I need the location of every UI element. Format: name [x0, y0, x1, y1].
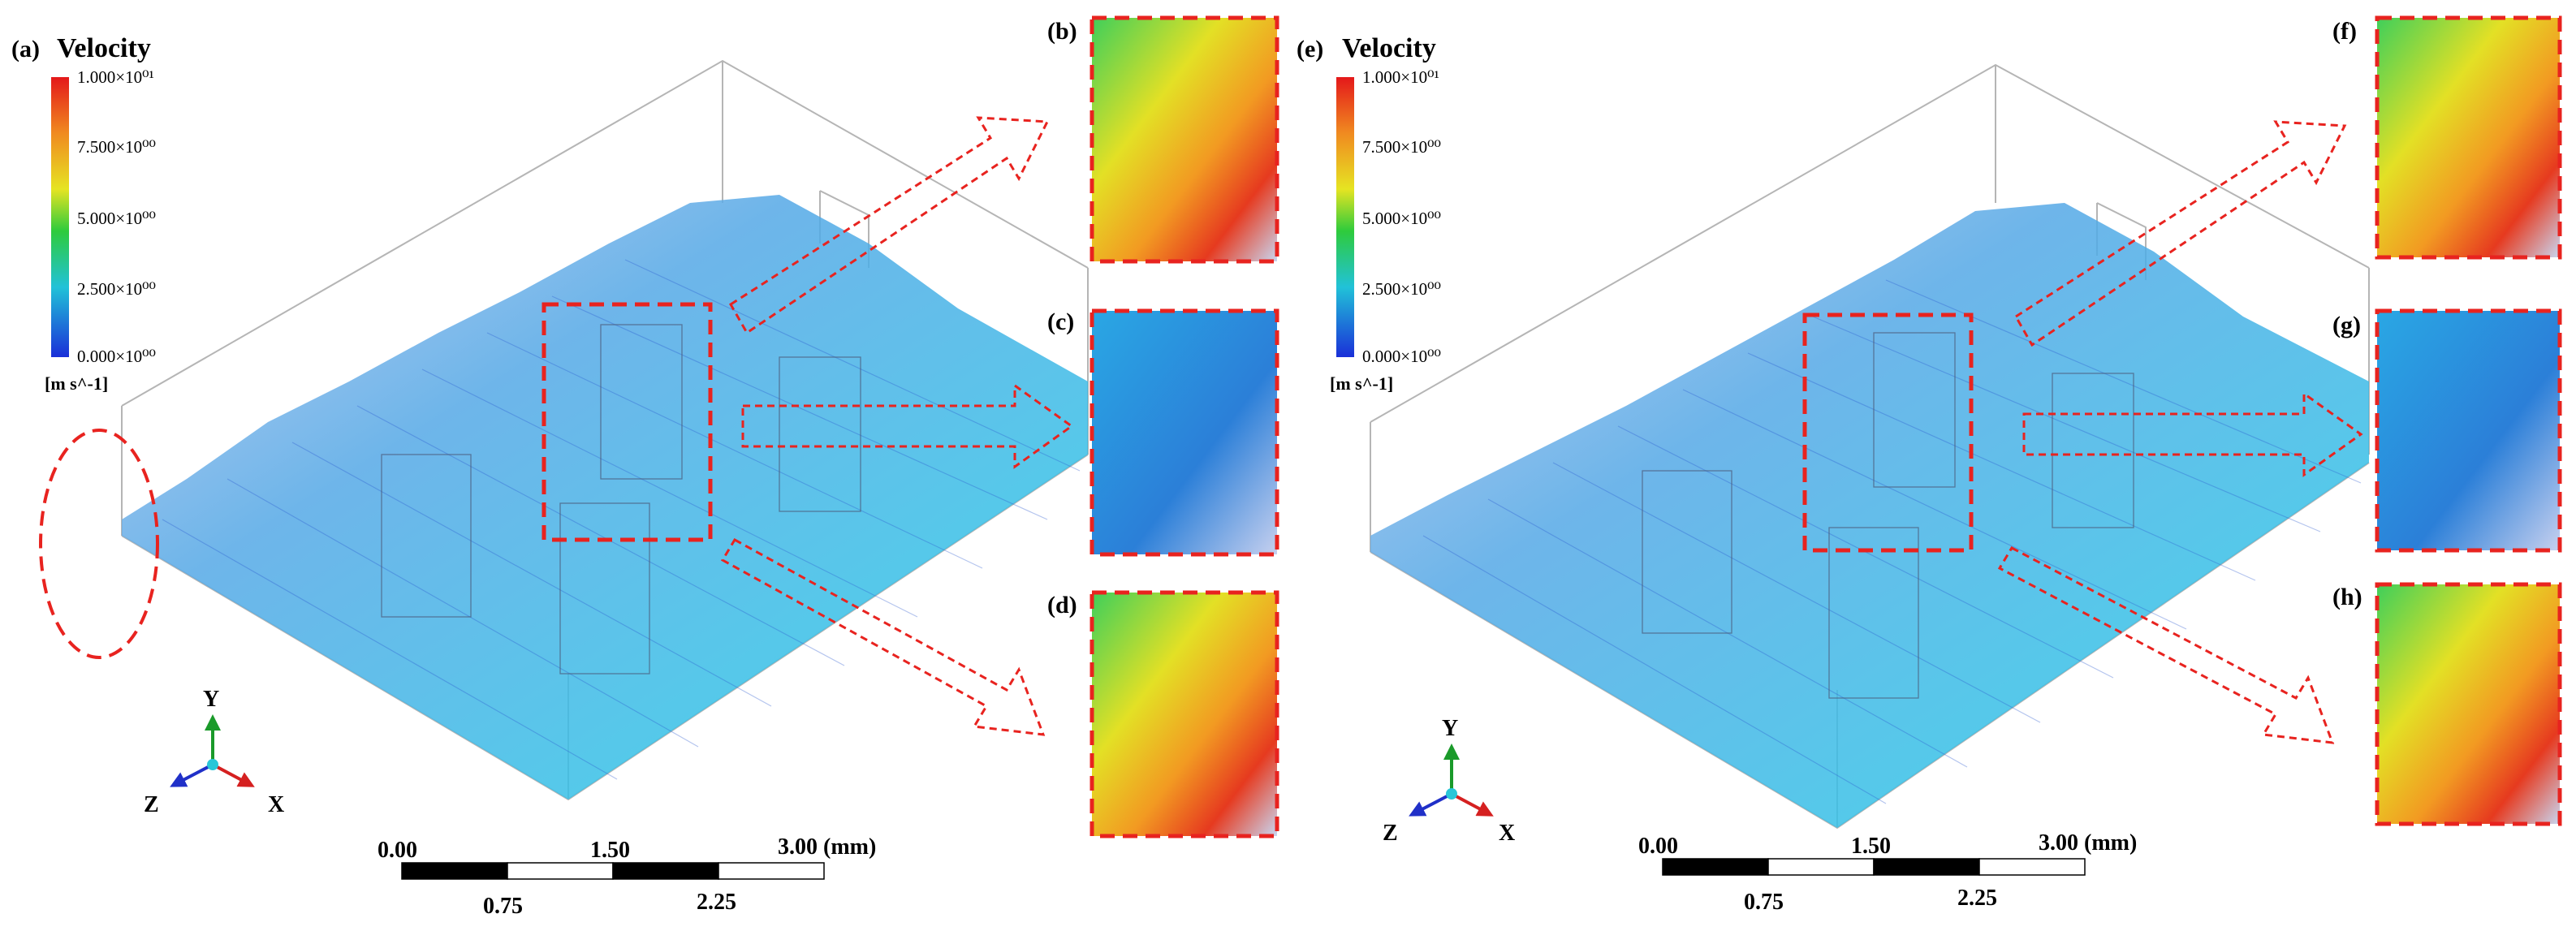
colorbar-unit-e: [m s^-1] — [1330, 373, 1393, 394]
axis-label-y-a: Y — [203, 687, 219, 712]
scale-label-e-225: 2.25 — [1957, 886, 1997, 911]
colorbar-tick-a-5: 0.000×10⁰⁰ — [77, 347, 156, 366]
colorbar-tick-e-4: 2.500×10⁰⁰ — [1362, 279, 1441, 299]
colorbar-tick-a-3: 5.000×10⁰⁰ — [77, 209, 156, 228]
velocity-field-surface — [122, 195, 1088, 800]
axis-label-x-a: X — [268, 792, 284, 817]
colorbar-tick-e-5: 0.000×10⁰⁰ — [1362, 347, 1441, 366]
vector-hatching-e — [1422, 279, 2362, 804]
pillar-outlines-e — [1642, 332, 2134, 699]
inset-label-h: (h) — [2332, 584, 2362, 610]
inset-f — [2375, 15, 2562, 260]
highlight-rectangle — [542, 302, 713, 542]
axis-label-y-e: Y — [1442, 716, 1458, 741]
colorbar-unit-a: [m s^-1] — [45, 373, 108, 394]
velocity-field-surface-e — [1370, 203, 2369, 828]
pillar-outlines — [381, 324, 861, 675]
scale-label-a-225: 2.25 — [697, 890, 736, 915]
inset-g — [2375, 308, 2562, 553]
colorbar-tick-e-1: 1.000×10⁰¹ — [1362, 67, 1439, 87]
legend-title-e: Velocity — [1342, 33, 1436, 63]
inset-label-c: (c) — [1047, 308, 1074, 335]
colorbar-tick-a-1: 1.000×10⁰¹ — [77, 67, 154, 87]
highlight-rectangle-e — [1802, 312, 1974, 553]
inset-label-g: (g) — [2332, 312, 2361, 338]
inset-c — [1090, 308, 1279, 557]
inset-label-b: (b) — [1047, 18, 1077, 45]
inset-label-d: (d) — [1047, 592, 1077, 619]
callout-arrows-e — [1997, 120, 2363, 744]
scale-label-a-075: 0.75 — [483, 894, 523, 919]
panel-velocity-left: (a) Velocity 1.000×10⁰¹ 7.500×10⁰⁰ 5.000… — [11, 15, 1279, 919]
scale-label-e-075: 0.75 — [1744, 890, 1784, 915]
colorbar-tick-a-4: 2.500×10⁰⁰ — [77, 279, 156, 299]
axis-triad-e — [1409, 744, 1494, 817]
colorbar-tick-e-2: 7.500×10⁰⁰ — [1362, 137, 1441, 157]
panel-velocity-right: (e) Velocity 1.000×10⁰¹ 7.500×10⁰⁰ 5.000… — [1297, 15, 2562, 915]
scale-bar-a — [401, 862, 825, 880]
inset-h — [2375, 582, 2562, 826]
axis-label-z-e: Z — [1383, 821, 1398, 846]
inset-d — [1090, 590, 1279, 838]
scale-label-e-0: 0.00 — [1638, 834, 1678, 859]
scale-label-e-300: 3.00 (mm) — [2039, 830, 2137, 856]
colorbar-e — [1336, 77, 1354, 357]
inset-b — [1090, 15, 1279, 264]
inset-label-f: (f) — [2332, 18, 2357, 45]
scale-label-a-150: 1.50 — [590, 838, 630, 863]
axis-triad-a — [170, 714, 255, 787]
colorbar-tick-e-3: 5.000×10⁰⁰ — [1362, 209, 1441, 228]
colorbar-a — [51, 77, 69, 357]
legend-title-a: Velocity — [57, 33, 151, 63]
scale-bar-e — [1662, 858, 2086, 876]
scale-label-e-150: 1.50 — [1851, 834, 1891, 859]
scale-label-a-0: 0.00 — [378, 838, 417, 863]
highlight-circle — [39, 429, 159, 659]
axis-label-z-a: Z — [144, 792, 159, 817]
panel-label-a: (a) — [11, 36, 40, 62]
vector-hatching — [162, 259, 1081, 780]
axis-label-x-e: X — [1499, 821, 1515, 846]
scale-label-a-300: 3.00 (mm) — [778, 834, 876, 860]
colorbar-tick-a-2: 7.500×10⁰⁰ — [77, 137, 156, 157]
callout-arrows — [720, 116, 1074, 736]
panel-label-e: (e) — [1297, 36, 1323, 62]
